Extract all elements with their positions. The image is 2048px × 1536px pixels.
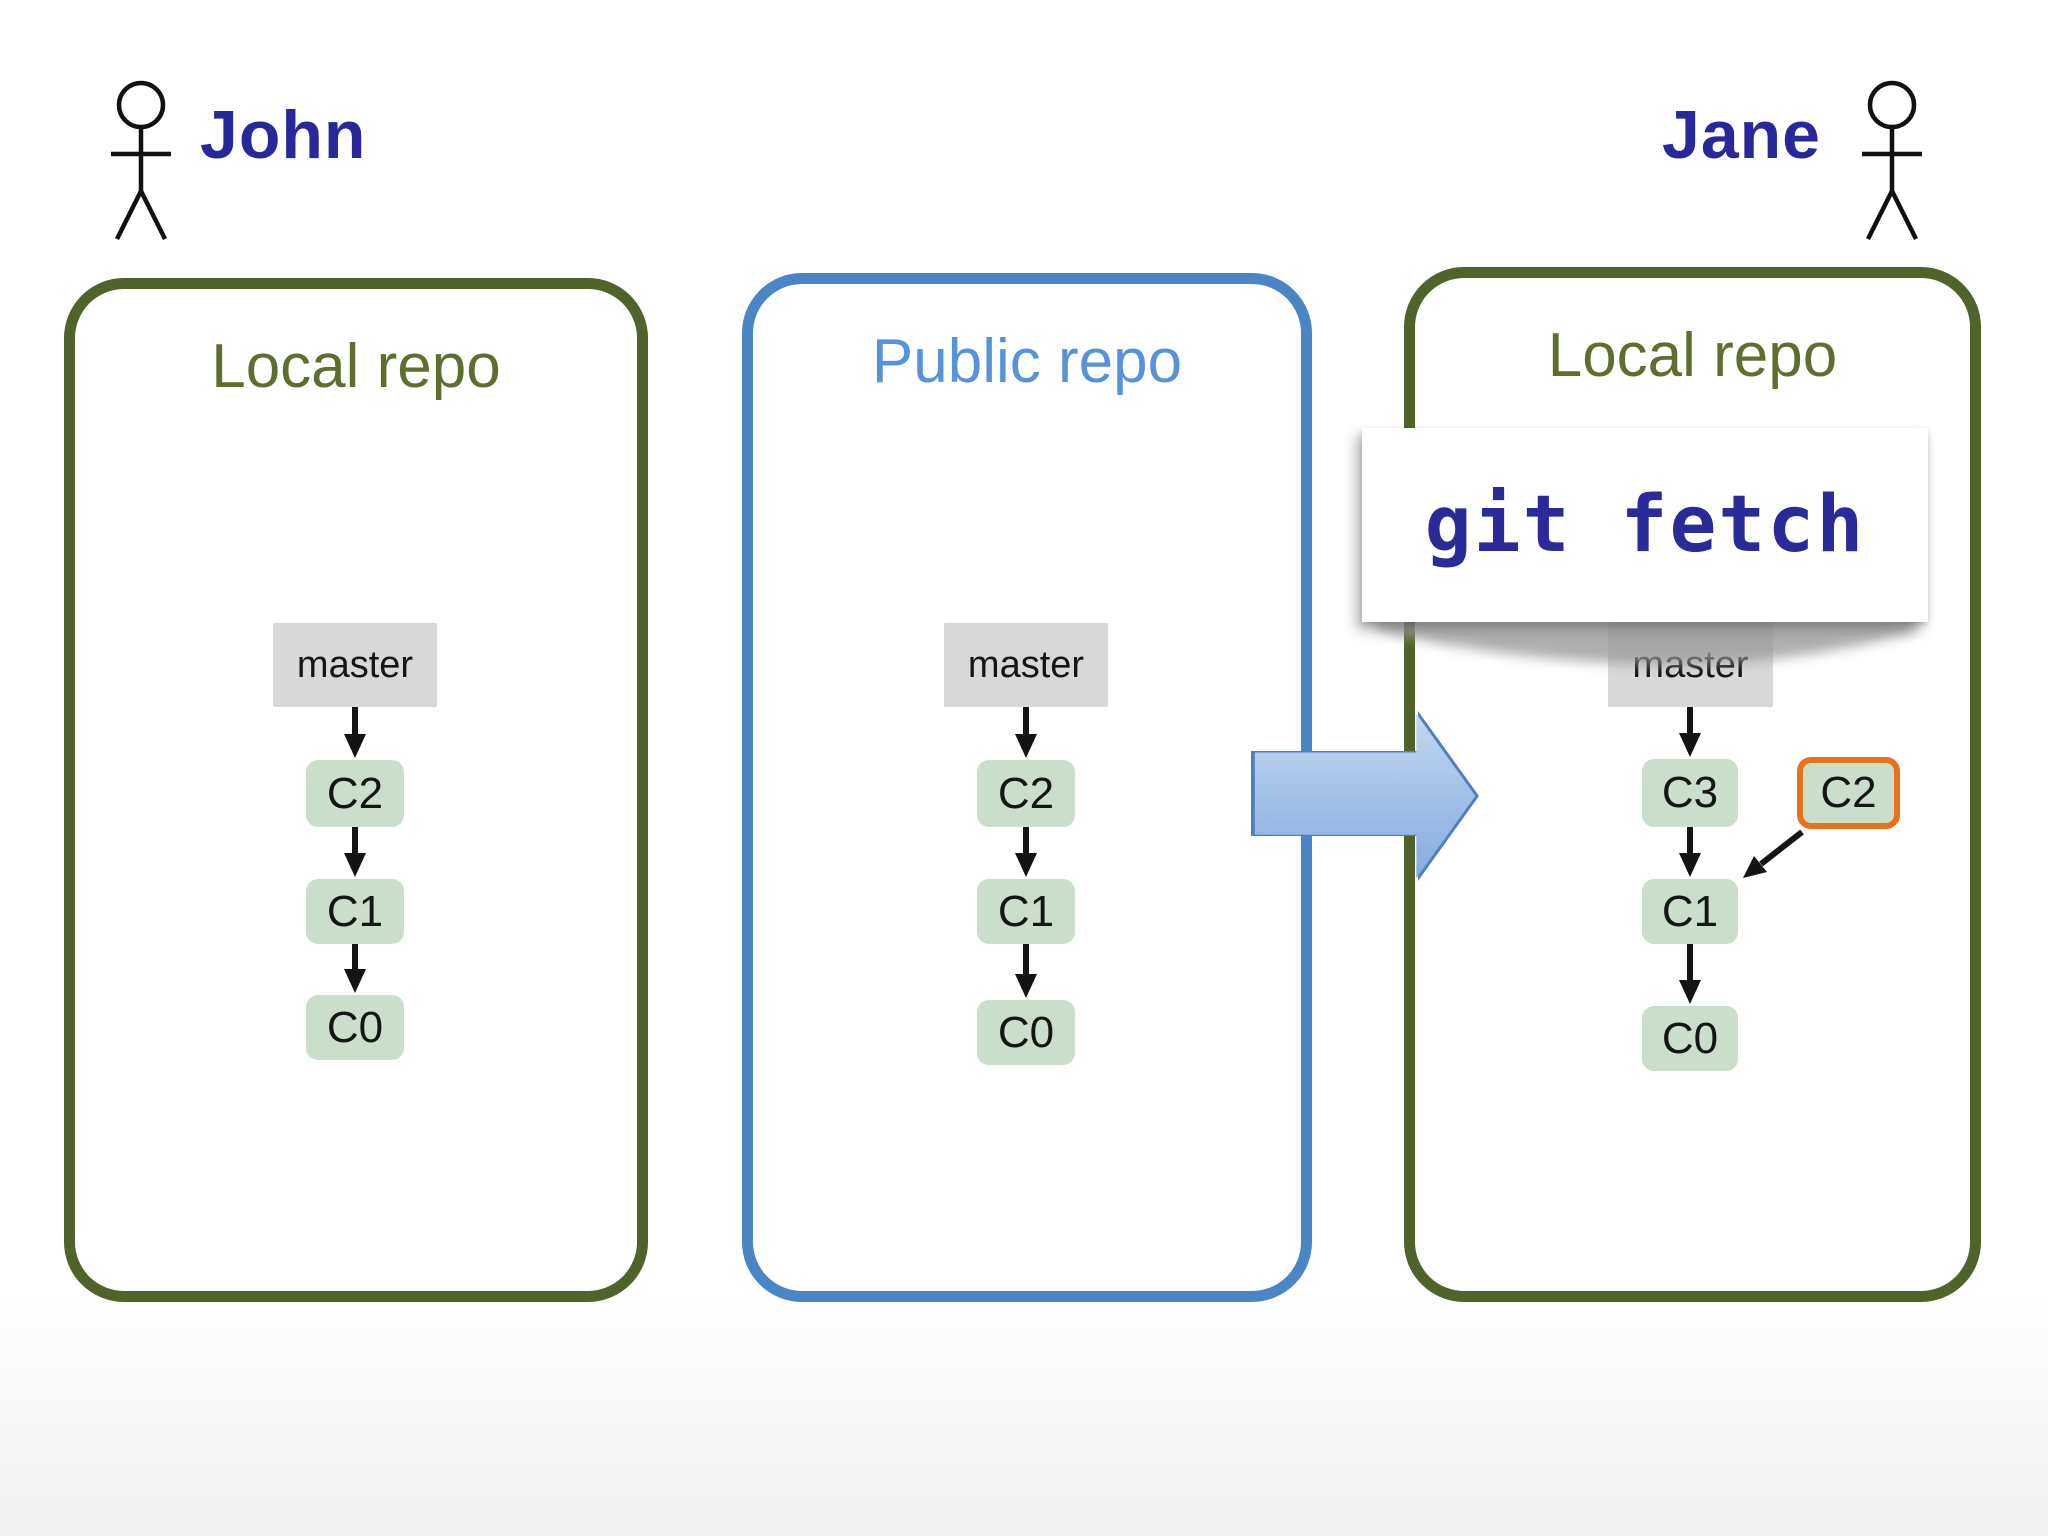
public-master-branch-label: master — [944, 623, 1108, 707]
jane-commit-c3: C3 — [1642, 759, 1738, 827]
public-commit-c0: C0 — [977, 1000, 1075, 1065]
public-commit-c2: C2 — [977, 760, 1075, 827]
john-commit-c0: C0 — [306, 995, 404, 1060]
john-master-branch-label: master — [273, 623, 437, 707]
actor-name-john: John — [200, 97, 367, 173]
jane-fetched-commit-c2: C2 — [1797, 757, 1900, 829]
jane-master-branch-label: master — [1608, 623, 1773, 707]
public-commit-c1: C1 — [977, 879, 1075, 944]
john-commit-c1: C1 — [306, 879, 404, 944]
public-repo-title: Public repo — [871, 327, 1183, 396]
git-fetch-command-text: git fetch — [1424, 480, 1866, 570]
jane-commit-c0: C0 — [1642, 1006, 1738, 1071]
john-repo-title: Local repo — [211, 332, 501, 401]
jane-stick-figure-icon — [1862, 80, 1922, 241]
john-local-repo-box: Local repo — [64, 278, 648, 1302]
jane-repo-title: Local repo — [1547, 321, 1838, 390]
actor-name-jane: Jane — [1662, 97, 1821, 173]
git-fetch-note: git fetch — [1362, 428, 1928, 622]
john-commit-c2: C2 — [306, 760, 404, 827]
jane-commit-c1: C1 — [1642, 879, 1738, 944]
john-stick-figure-icon — [111, 80, 171, 241]
